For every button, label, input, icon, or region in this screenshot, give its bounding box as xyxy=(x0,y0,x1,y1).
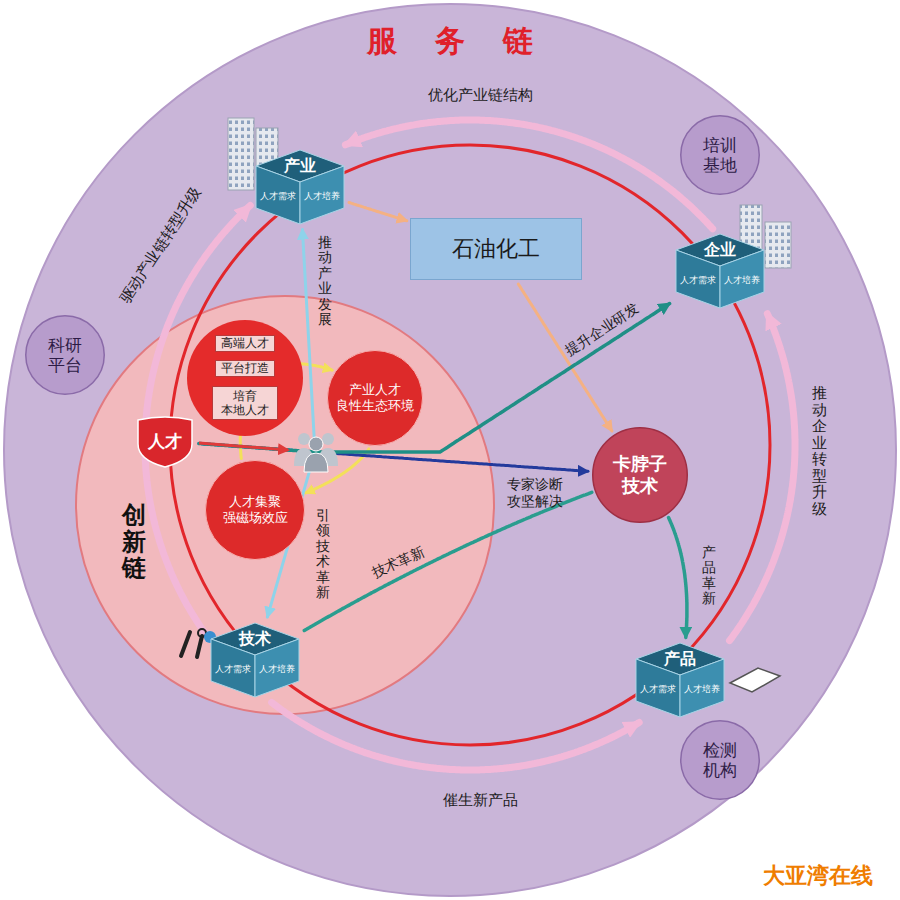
resource-circle: 科研平台 xyxy=(25,315,105,395)
step-box: 培育 本地人才 xyxy=(212,386,278,420)
connector-arrow xyxy=(304,492,592,630)
node-label: 检测机构 xyxy=(702,740,738,781)
label-holder: 人才需求 xyxy=(676,272,720,288)
node-label: 人才 xyxy=(148,431,182,451)
node-label: 产品 xyxy=(664,649,696,668)
red-ring xyxy=(170,145,770,745)
connector-arrow xyxy=(272,702,640,770)
node-label: 人才培养 xyxy=(724,275,760,286)
edge-label: 优化产业链结构 xyxy=(428,86,533,104)
node-label: 产业 xyxy=(284,156,316,175)
edge-label: 技术革新 xyxy=(369,542,427,581)
node-label: 人才培养 xyxy=(684,684,720,695)
connector-arrow xyxy=(669,518,687,638)
step-box: 高端人才 xyxy=(215,335,275,352)
label-holder: 人才培养 xyxy=(720,272,764,288)
bottleneck-circle: 卡脖子技术 xyxy=(592,427,688,523)
node-label: 人才需求 xyxy=(640,684,676,695)
people-icon xyxy=(294,433,338,472)
edge-label: 专家诊断 攻坚解决 xyxy=(507,476,563,510)
label-holder: 服务链 xyxy=(3,19,897,63)
resource-circle: 培训基地 xyxy=(680,115,760,195)
connector-arrow xyxy=(199,229,315,452)
node-label: 企业 xyxy=(704,240,736,259)
node-label: 科研平台 xyxy=(47,335,83,376)
connector-arrow xyxy=(199,444,315,618)
node-label: 人才集聚 强磁场效应 xyxy=(223,494,288,525)
talent-badge: 人才 xyxy=(134,414,196,468)
edge-label: 推动企业转型升级 xyxy=(812,385,827,517)
edge-label: 催生新产品 xyxy=(443,791,518,809)
label-holder: 人才需求 xyxy=(256,188,300,204)
label-holder: 人才需求 xyxy=(636,681,680,697)
node-shape xyxy=(3,3,897,897)
node-label: 产业人才 良性生态环境 xyxy=(336,382,414,413)
edge-label: 引领技术革新 xyxy=(316,508,330,600)
label-holder: 技术 xyxy=(209,625,301,653)
node-label: 人才需求 xyxy=(215,664,251,675)
node-label: 培育 本地人才 xyxy=(221,389,269,418)
product-cube: 产品人才需求人才培养 xyxy=(634,641,726,719)
connector-arrow xyxy=(518,284,612,431)
label-holder: 产业 xyxy=(254,152,346,180)
resource-circle: 检测机构 xyxy=(680,720,760,800)
watermark: 大亚湾在线 xyxy=(763,863,873,889)
innovation-chain-circle: 创新链 高端人才平台打造培育 本地人才人才 产业人才 良性生态环境人才集聚 强磁场效… xyxy=(75,295,495,715)
node-label: 石油化工 xyxy=(452,236,540,262)
label-holder: 人才培养 xyxy=(680,681,724,697)
node-label: 人才培养 xyxy=(304,191,340,202)
node-label: 技术 xyxy=(239,629,271,648)
edge-label: 推动产业发展 xyxy=(318,235,332,327)
enterprise-cube: 企业人才需求人才培养 xyxy=(674,232,766,310)
node-label: 人才需求 xyxy=(260,191,296,202)
node-label: 平台打造 xyxy=(221,361,269,375)
edge-label: 驱动产业链转型升级 xyxy=(116,183,205,306)
node-label: 培训基地 xyxy=(702,135,738,176)
building-icon xyxy=(228,118,791,268)
label-holder: 创新链 xyxy=(119,487,149,597)
tablet-icon xyxy=(730,668,780,692)
label-holder: 人才培养 xyxy=(255,661,299,677)
talent-circle: 产业人才 良性生态环境 xyxy=(327,350,423,446)
talent-arrow xyxy=(199,443,288,450)
technology-cube: 技术人才需求人才培养 xyxy=(209,621,301,699)
talent-group-circle xyxy=(187,320,303,436)
node-label: 人才需求 xyxy=(680,275,716,286)
service-chain-circle: 服务链培训基地科研平台检测机构产业人才需求人才培养石油化工企业人才需求人才培养创… xyxy=(3,3,897,897)
step-box: 平台打造 xyxy=(215,360,275,377)
industry-box: 石油化工 xyxy=(410,218,582,280)
node-label: 创新链 xyxy=(122,502,146,581)
edge-label: 产品革新 xyxy=(702,545,716,607)
industry-cube: 产业人才需求人才培养 xyxy=(254,148,346,226)
label-holder: 产品 xyxy=(634,645,726,673)
node-label: 服务链 xyxy=(329,23,571,59)
connector-arrow xyxy=(349,203,407,221)
node-label: 卡脖子技术 xyxy=(612,453,668,496)
node-label: 人才培养 xyxy=(259,664,295,675)
label-holder: 企业 xyxy=(674,236,766,264)
node-label: 高端人才 xyxy=(221,336,269,350)
talent-circle: 人才集聚 强磁场效应 xyxy=(205,460,305,560)
label-holder: 人才需求 xyxy=(211,661,255,677)
connector-arrow xyxy=(730,314,796,641)
label-holder: 人才培养 xyxy=(300,188,344,204)
